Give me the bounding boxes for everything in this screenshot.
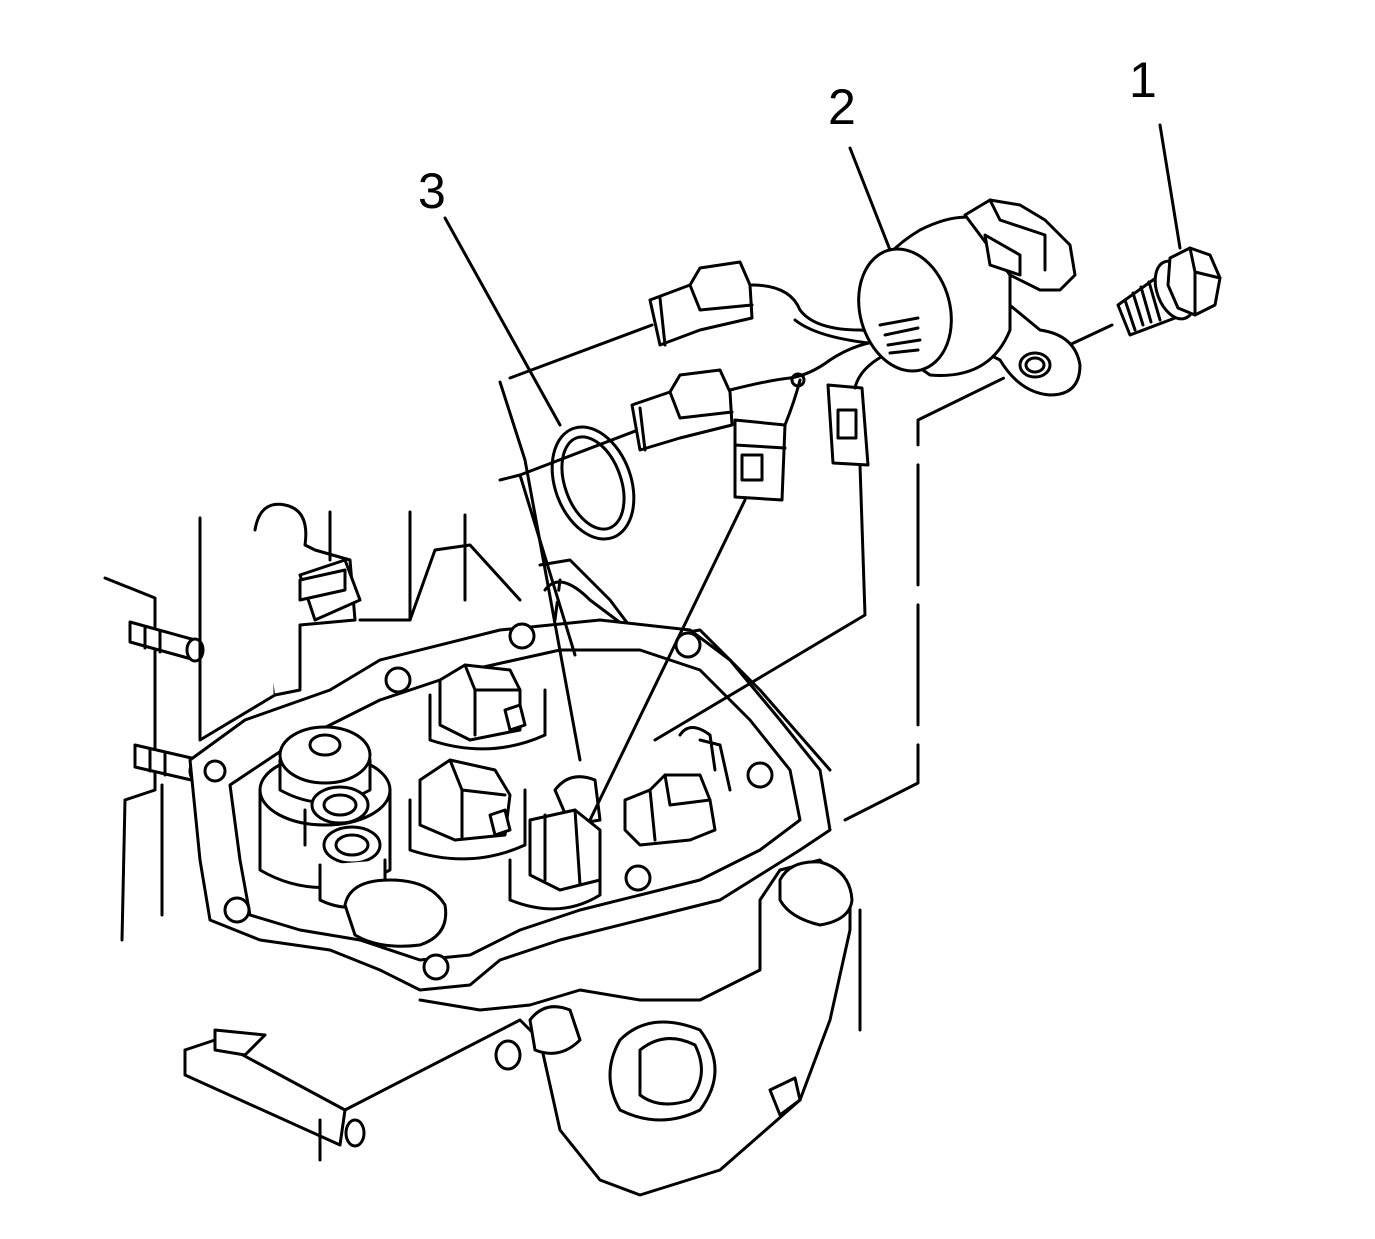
alignment-lines	[498, 323, 1114, 822]
leader-line-3	[443, 216, 562, 427]
callout-label-1: 1	[1129, 52, 1157, 108]
callout-leaders	[443, 123, 1182, 427]
solenoid-assembly	[258, 663, 732, 948]
callout-label-2: 2	[828, 79, 856, 135]
wiring-harness	[728, 283, 897, 427]
o-ring-seal	[550, 425, 636, 541]
callout-label-3: 3	[418, 163, 446, 219]
callout-labels: 1 2 3	[418, 52, 1157, 219]
harness-connector	[857, 198, 1082, 397]
harness-plugs	[630, 260, 870, 502]
leader-line-1	[1158, 123, 1182, 250]
bolt	[1116, 246, 1222, 337]
leader-line-2	[848, 146, 892, 252]
